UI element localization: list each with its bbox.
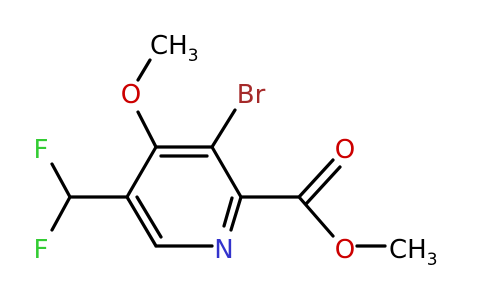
- fluorine-top-label: F: [34, 135, 49, 165]
- bond-ring-c6-c5-inner: [135, 195, 163, 239]
- ester-oxygen-label: O: [335, 235, 355, 265]
- ester-ch3-label: CH3: [389, 235, 438, 270]
- bond-c3-br: [210, 108, 237, 149]
- bond-ring-c2-n1-inner: [222, 196, 234, 228]
- bond-c-ester-o-ester: [297, 195, 335, 238]
- bond-c4-o-methoxy: [136, 110, 158, 149]
- methoxy-oxygen-label: O: [121, 80, 141, 110]
- bond-c-chf2-f-top: [50, 162, 72, 199]
- bond-ring-c6-c5: [125, 195, 158, 248]
- bond-c-ester-o-carbonyl-2: [304, 165, 342, 206]
- fluorine-bottom-label: F: [34, 235, 49, 265]
- bond-ring-c3-c2: [210, 145, 243, 199]
- carbonyl-oxygen-label: O: [335, 135, 355, 165]
- bonds-layer: [50, 58, 387, 248]
- bond-o-methoxy-ch3: [136, 58, 152, 82]
- bond-c-ester-o-carbonyl: [297, 158, 335, 199]
- ring-nitrogen-label: N: [214, 235, 233, 265]
- bond-c-chf2-f-bottom: [50, 195, 72, 232]
- atom-labels: CH3 O Br N O O CH3 F F: [34, 31, 438, 270]
- bond-ring-c5-c4: [125, 145, 158, 199]
- bond-ring-c2-n1: [229, 195, 243, 232]
- bromine-label: Br: [237, 80, 266, 110]
- methoxy-ch3-label: CH3: [150, 31, 199, 66]
